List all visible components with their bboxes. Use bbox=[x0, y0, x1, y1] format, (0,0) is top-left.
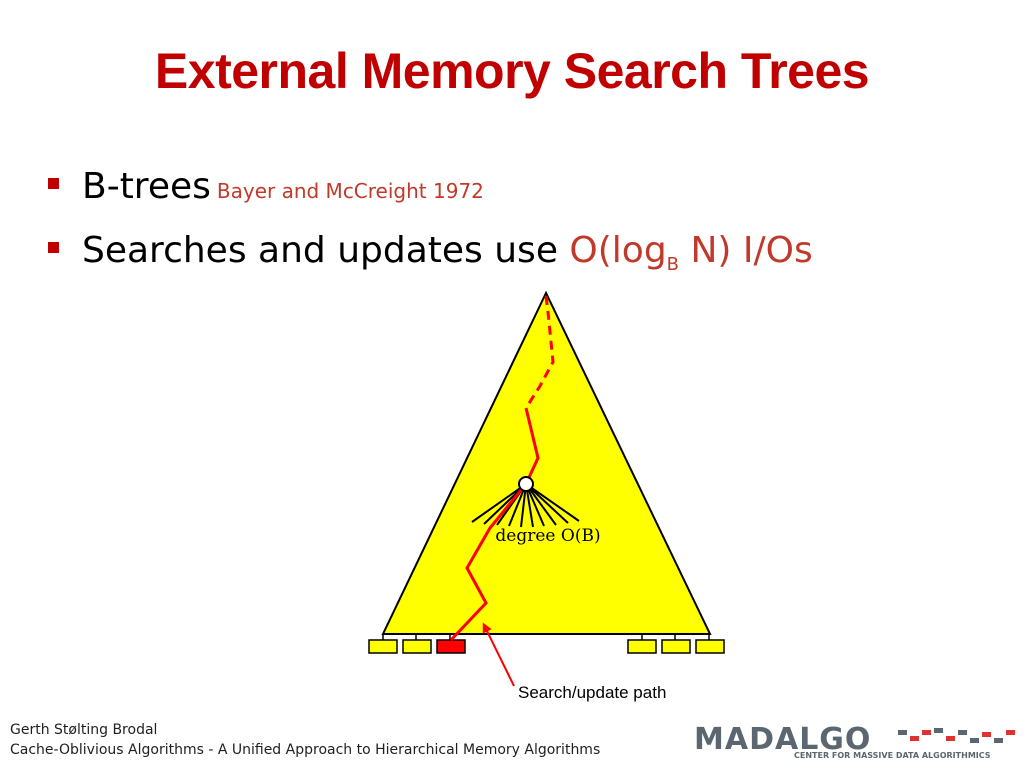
btree-triangle bbox=[381, 290, 712, 635]
complexity-main: O(log bbox=[569, 230, 667, 271]
madalgo-logo: MADALGO CENTER FOR MASSIVE DATA ALGORITH… bbox=[694, 722, 1020, 764]
leaf-block-highlighted bbox=[436, 639, 466, 654]
tree-node-circle bbox=[518, 476, 534, 492]
complexity-subscript: B bbox=[666, 254, 680, 276]
btrees-label: B-trees bbox=[82, 166, 211, 207]
footer-talk-title: Cache-Oblivious Algorithms - A Unified A… bbox=[10, 742, 601, 758]
leaf-connectors bbox=[382, 633, 710, 640]
leaf-block bbox=[368, 639, 398, 654]
path-pointer-arrow bbox=[482, 622, 515, 687]
searches-label: Searches and updates use bbox=[82, 230, 570, 271]
citation: Bayer and McCreight 1972 bbox=[216, 179, 484, 203]
leaf-block bbox=[402, 639, 432, 654]
leaf-block bbox=[661, 639, 691, 654]
leaf-blocks bbox=[368, 639, 725, 654]
logo-dash-pattern bbox=[898, 728, 1015, 743]
square-bullet-icon bbox=[48, 178, 59, 189]
bullet-text: Searches and updates use O(logB N) I/Os bbox=[82, 230, 813, 275]
search-path-dashed bbox=[524, 295, 555, 409]
logo-wordmark: MADALGO bbox=[694, 722, 872, 757]
leaf-block bbox=[627, 639, 657, 654]
footer: Gerth Stølting Brodal Cache-Oblivious Al… bbox=[10, 720, 600, 760]
logo-tagline: CENTER FOR MASSIVE DATA ALGORITHMICS bbox=[794, 751, 991, 760]
footer-author: Gerth Stølting Brodal bbox=[10, 722, 158, 738]
search-path-solid bbox=[449, 407, 540, 642]
complexity-tail: N) I/Os bbox=[679, 230, 813, 271]
path-label: Search/update path bbox=[518, 683, 666, 702]
square-bullet-icon bbox=[48, 242, 59, 253]
node-degree-label: degree O(B) bbox=[495, 526, 600, 546]
slide-title: External Memory Search Trees bbox=[154, 43, 870, 99]
leaf-block bbox=[695, 639, 725, 654]
complexity-expression: O(logB N) I/Os bbox=[569, 230, 813, 275]
